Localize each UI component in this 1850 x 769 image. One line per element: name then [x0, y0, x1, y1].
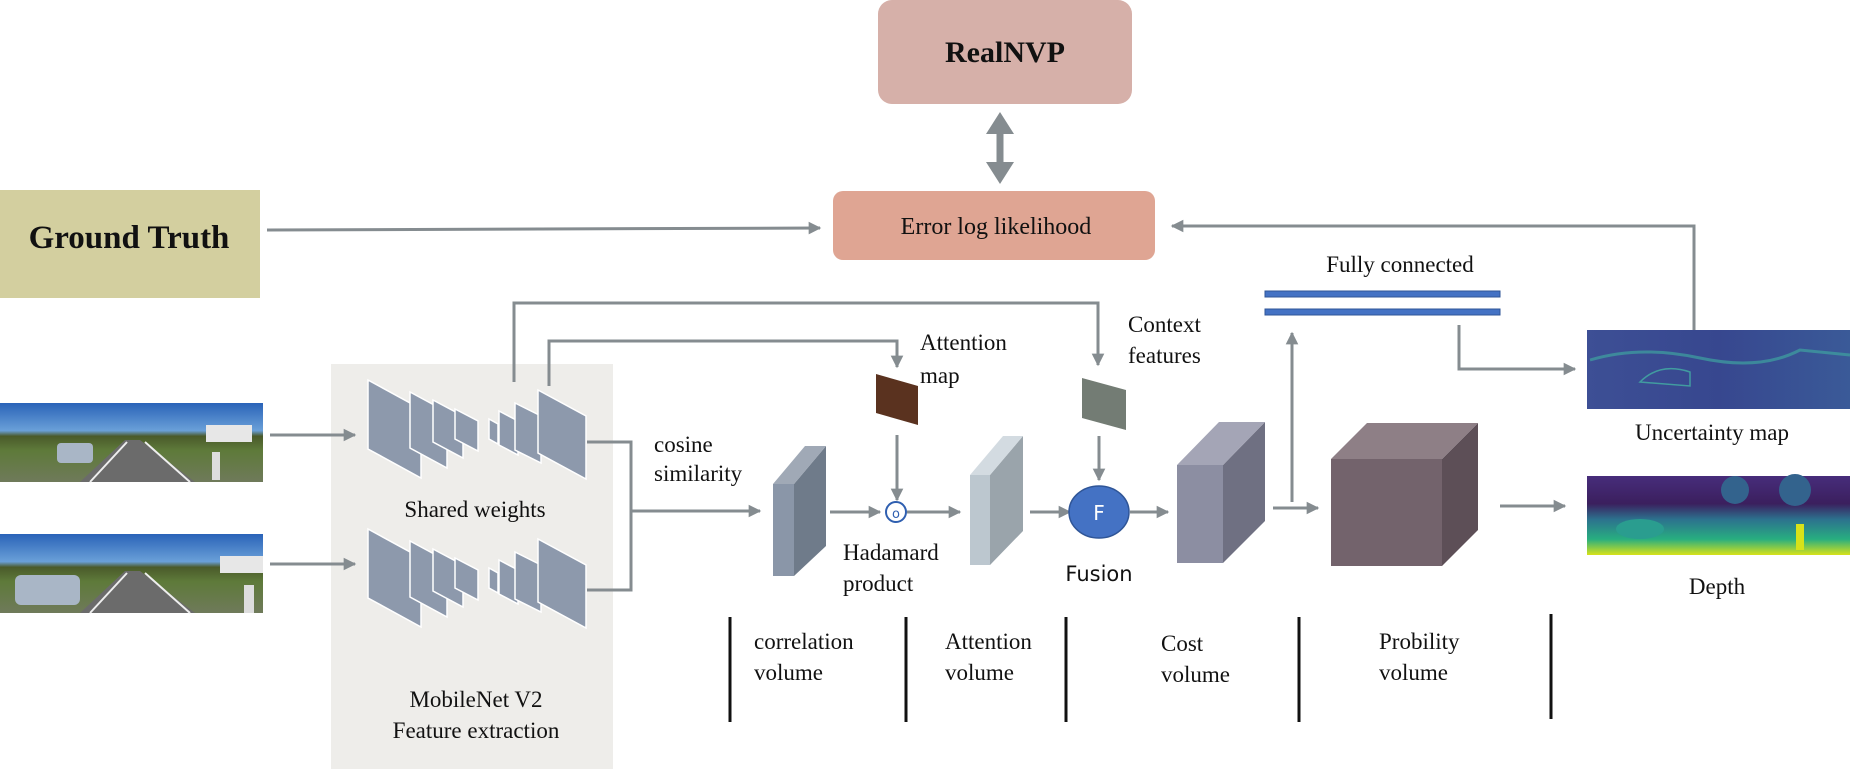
stage-label-line1: Probility [1379, 629, 1460, 654]
fusion-label: Fusion [1065, 562, 1132, 586]
context-label-1: Context [1128, 312, 1201, 337]
ground-truth-label: Ground Truth [29, 220, 230, 256]
encoder-top [367, 378, 587, 481]
left-input-image [0, 403, 263, 483]
cost-volume-shape [1177, 422, 1265, 563]
hadamard-label-2: product [843, 571, 914, 596]
stage-label-probability: Probility volume [1379, 629, 1460, 685]
encoder-bottom [367, 527, 587, 630]
stage-label-line2: volume [1379, 660, 1448, 685]
attention-map-label-2: map [920, 363, 960, 388]
probability-volume-shape [1331, 423, 1478, 566]
realnvp-error-double-arrow [986, 112, 1014, 184]
depth-label: Depth [1689, 574, 1746, 599]
error-log-likelihood-label: Error log likelihood [901, 214, 1092, 240]
attention-map-shape [876, 374, 918, 425]
stage-label-attention: Attention volume [945, 629, 1032, 685]
fusion-node: F [1068, 485, 1130, 539]
stage-label-line2: volume [945, 660, 1014, 685]
uncertainty-map-label: Uncertainty map [1635, 420, 1789, 445]
ground-truth-box: Ground Truth [0, 190, 260, 298]
shared-weights-label: Shared weights [404, 497, 545, 522]
uncertainty-map-image [1587, 330, 1850, 409]
feature-extraction-label: Feature extraction [393, 718, 560, 743]
correlation-volume-shape [773, 446, 826, 576]
fusion-symbol: F [1093, 501, 1105, 525]
stage-label-line1: Attention [945, 629, 1032, 654]
stage-label-correlation: correlation volume [754, 629, 854, 685]
encoder-to-attention-arrow [547, 339, 904, 386]
stage-label-line1: Cost [1161, 631, 1204, 656]
similarity-label: similarity [654, 461, 743, 486]
fully-connected-to-uncertainty-arrow [1457, 325, 1577, 376]
cosine-label: cosine [654, 432, 713, 457]
hadamard-label-1: Hadamard [843, 540, 939, 565]
right-input-image [0, 534, 263, 614]
fully-connected-label: Fully connected [1326, 252, 1474, 277]
hadamard-product-node: o [885, 501, 907, 523]
stage-label-line2: volume [1161, 662, 1230, 687]
encoder-to-context-arrow [512, 301, 1105, 382]
hadamard-symbol: o [892, 507, 900, 522]
realnvp-label: RealNVP [945, 36, 1065, 69]
gt-to-error-arrow [266, 221, 822, 235]
stage-label-cost: Cost volume [1161, 631, 1230, 687]
fully-connected-bar-2 [1264, 308, 1501, 316]
attention-volume-shape [970, 436, 1023, 565]
mobilenet-label: MobileNet V2 [409, 687, 542, 712]
fully-connected-bar-1 [1264, 290, 1501, 298]
merge-bracket [587, 440, 633, 592]
depth-map-image [1587, 474, 1850, 555]
stage-label-line2: volume [754, 660, 823, 685]
context-features-shape [1082, 378, 1126, 430]
error-log-likelihood-box: Error log likelihood [833, 191, 1155, 260]
stage-label-line1: correlation [754, 629, 854, 654]
uncertainty-to-error-arrow [1170, 219, 1696, 330]
realnvp-box: RealNVP [878, 0, 1132, 104]
context-label-2: features [1128, 343, 1201, 368]
attention-map-label-1: Attention [920, 330, 1007, 355]
